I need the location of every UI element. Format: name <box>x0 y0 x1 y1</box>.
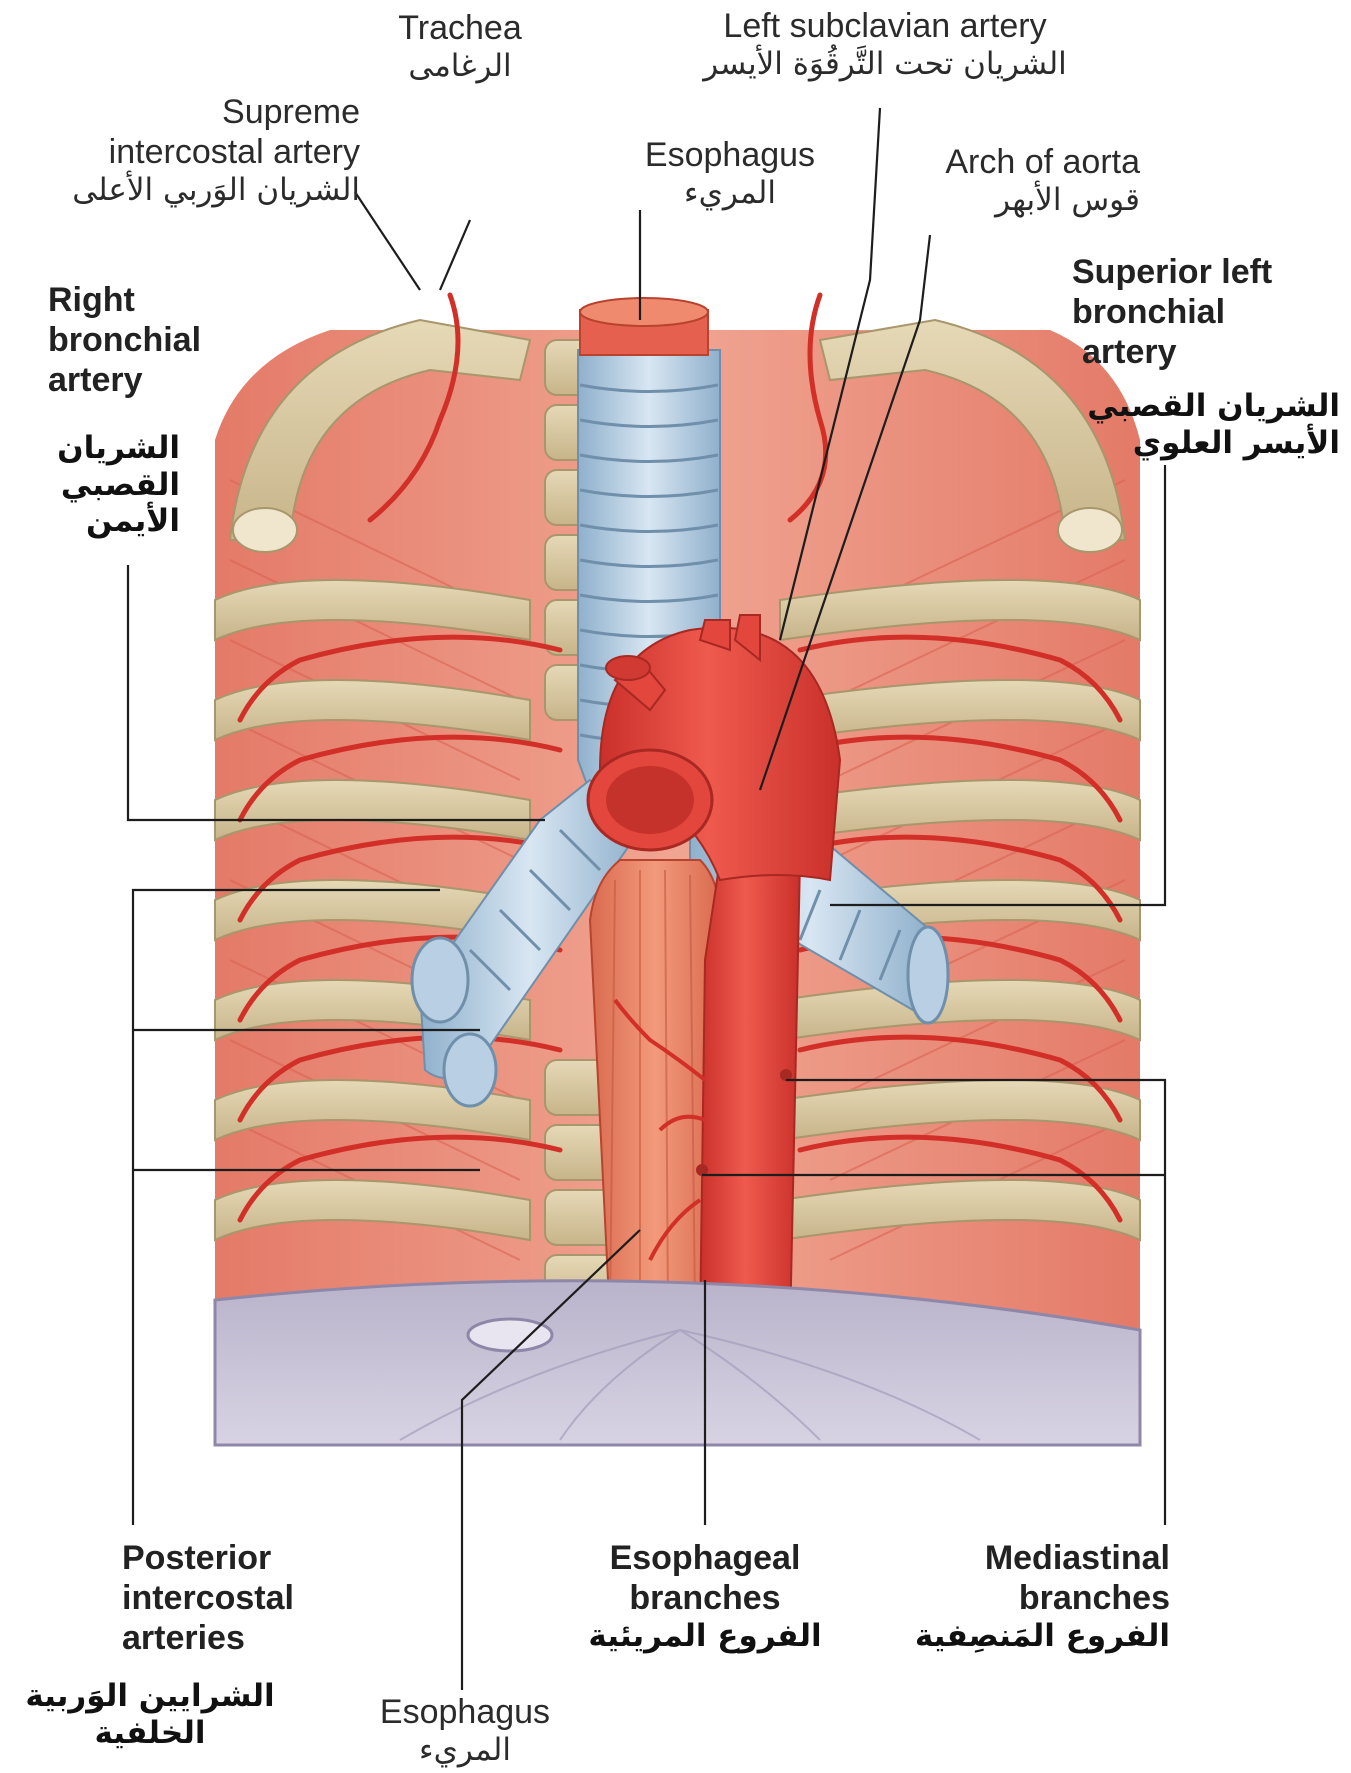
label-esophagus-bottom-ar: المريء <box>355 1732 575 1769</box>
label-sup-left-bronchial-en1: Superior left <box>1072 252 1342 292</box>
label-right-bronchial-en2: bronchial <box>48 320 288 360</box>
label-left-subclavian-artery: Left subclavian artery الشريان تحت التَّ… <box>670 6 1100 83</box>
label-post-intercostal-ar1: الشرايين الوَربية <box>0 1678 300 1715</box>
label-med-branches-en2: branches <box>890 1578 1170 1618</box>
label-post-intercostal-en3: arteries <box>122 1618 362 1658</box>
label-esophagus-top-ar: المريء <box>620 175 840 212</box>
label-arch-aorta-ar: قوس الأبهر <box>900 182 1140 219</box>
label-supreme-ar: الشريان الوَربي الأعلى <box>20 172 360 209</box>
label-left-subclavian-en: Left subclavian artery <box>670 6 1100 46</box>
label-sup-left-bronchial-en2: bronchial <box>1072 292 1342 332</box>
label-right-bronchial-artery: Right bronchial artery <box>48 280 288 400</box>
label-left-subclavian-ar: الشريان تحت التَّرقُوَة الأيسر <box>670 46 1100 83</box>
label-post-intercostal-en1: Posterior <box>122 1538 362 1578</box>
label-right-bronchial-ar1: الشريان <box>20 430 180 467</box>
label-supreme-intercostal-artery: Supreme intercostal artery الشريان الوَر… <box>20 92 360 209</box>
label-superior-left-bronchial-artery-ar: الشريان القصبي الأيسر العلوي <box>1050 388 1340 461</box>
label-right-bronchial-ar2: القصبي <box>20 467 180 504</box>
label-med-branches-en1: Mediastinal <box>890 1538 1170 1578</box>
label-trachea-en: Trachea <box>380 8 540 48</box>
label-supreme-en1: Supreme <box>20 92 360 132</box>
label-esophagus-bottom-en: Esophagus <box>355 1692 575 1732</box>
label-esophagus-top-en: Esophagus <box>620 135 840 175</box>
label-post-intercostal-en2: intercostal <box>122 1578 362 1618</box>
label-sup-left-bronchial-en3: artery <box>1072 332 1342 372</box>
label-post-intercostal-ar2: الخلفية <box>0 1715 300 1752</box>
label-supreme-en2: intercostal artery <box>20 132 360 172</box>
label-sup-left-bronchial-ar2: الأيسر العلوي <box>1050 425 1340 462</box>
label-eso-branches-ar: الفروع المريئية <box>560 1618 850 1655</box>
label-trachea: Trachea الرغامى <box>380 8 540 85</box>
label-posterior-intercostal-arteries: Posterior intercostal arteries <box>122 1538 362 1658</box>
label-posterior-intercostal-arteries-ar: الشرايين الوَربية الخلفية <box>0 1678 300 1751</box>
label-arch-of-aorta: Arch of aorta قوس الأبهر <box>900 142 1140 219</box>
label-right-bronchial-en1: Right <box>48 280 288 320</box>
label-eso-branches-en2: branches <box>560 1578 850 1618</box>
label-trachea-ar: الرغامى <box>380 48 540 85</box>
label-mediastinal-branches: Mediastinal branches الفروع المَنصِفية <box>890 1538 1170 1655</box>
label-superior-left-bronchial-artery: Superior left bronchial artery <box>1072 252 1342 372</box>
label-esophagus-top: Esophagus المريء <box>620 135 840 212</box>
label-right-bronchial-artery-ar: الشريان القصبي الأيمن <box>20 430 180 540</box>
label-esophagus-bottom: Esophagus المريء <box>355 1692 575 1769</box>
label-arch-aorta-en: Arch of aorta <box>900 142 1140 182</box>
label-sup-left-bronchial-ar1: الشريان القصبي <box>1050 388 1340 425</box>
label-right-bronchial-en3: artery <box>48 360 288 400</box>
label-eso-branches-en1: Esophageal <box>560 1538 850 1578</box>
label-right-bronchial-ar3: الأيمن <box>20 503 180 540</box>
label-esophageal-branches: Esophageal branches الفروع المريئية <box>560 1538 850 1655</box>
label-med-branches-ar: الفروع المَنصِفية <box>890 1618 1170 1655</box>
